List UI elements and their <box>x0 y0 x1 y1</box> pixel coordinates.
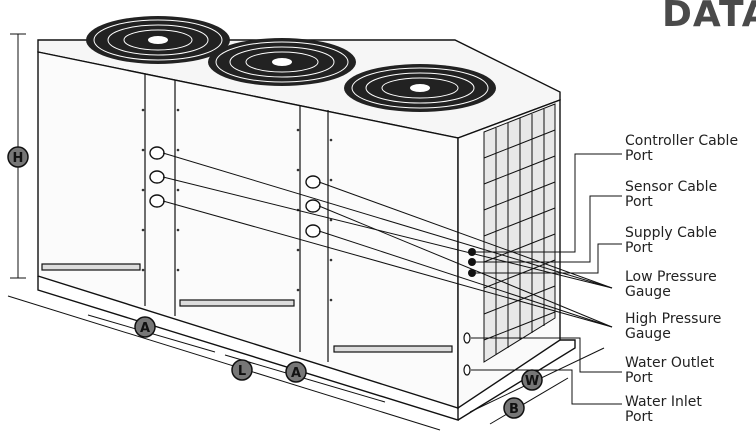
badge-length-label: L <box>238 364 246 379</box>
callout-line1: Controller Cable <box>625 133 739 149</box>
pressure-gauges <box>149 146 321 238</box>
fan-right <box>344 64 496 112</box>
callout-line1: Water Inlet <box>625 394 702 410</box>
panel-screws <box>141 108 333 302</box>
callout-line1: Supply Cable <box>625 225 717 241</box>
callout-line2: Port <box>625 240 653 256</box>
callout-line2: Port <box>625 370 653 386</box>
callout-line2: Port <box>625 409 653 425</box>
badge-a-right: A <box>285 361 307 383</box>
callout-line2: Port <box>625 148 653 164</box>
badge-height: H <box>7 146 29 168</box>
page-heading: DATA <box>662 0 756 35</box>
leader-lines <box>162 152 622 405</box>
badge-length: L <box>231 359 253 381</box>
callout-line2: Port <box>625 194 653 210</box>
callout-controller-cable-port: Controller Cable Port <box>625 134 738 164</box>
badge-w: W <box>521 369 543 391</box>
callout-supply-cable-port: Supply Cable Port <box>625 226 717 256</box>
front-panels <box>41 74 453 362</box>
fan-left <box>86 16 230 64</box>
callout-line1: Water Outlet <box>625 355 715 371</box>
badge-w-label: W <box>525 374 539 389</box>
callout-line2: Gauge <box>625 326 671 342</box>
fan-middle <box>208 38 356 86</box>
badge-b: B <box>503 397 525 419</box>
badge-a-left: A <box>134 316 156 338</box>
callout-water-outlet-port: Water Outlet Port <box>625 356 714 386</box>
callout-line2: Gauge <box>625 284 671 300</box>
badge-height-label: H <box>13 151 24 166</box>
callout-sensor-cable-port: Sensor Cable Port <box>625 180 717 210</box>
callout-line1: Sensor Cable <box>625 179 718 195</box>
callout-high-pressure-gauge: High Pressure Gauge <box>625 312 721 342</box>
side-grille <box>483 103 556 363</box>
callout-line1: Low Pressure <box>625 269 717 285</box>
callout-low-pressure-gauge: Low Pressure Gauge <box>625 270 717 300</box>
badge-a-right-label: A <box>291 366 301 381</box>
badge-b-label: B <box>509 402 519 417</box>
callout-water-inlet-port: Water Inlet Port <box>625 395 702 425</box>
water-ports <box>463 332 471 376</box>
callout-line1: High Pressure <box>625 311 722 327</box>
badge-a-left-label: A <box>140 321 150 336</box>
